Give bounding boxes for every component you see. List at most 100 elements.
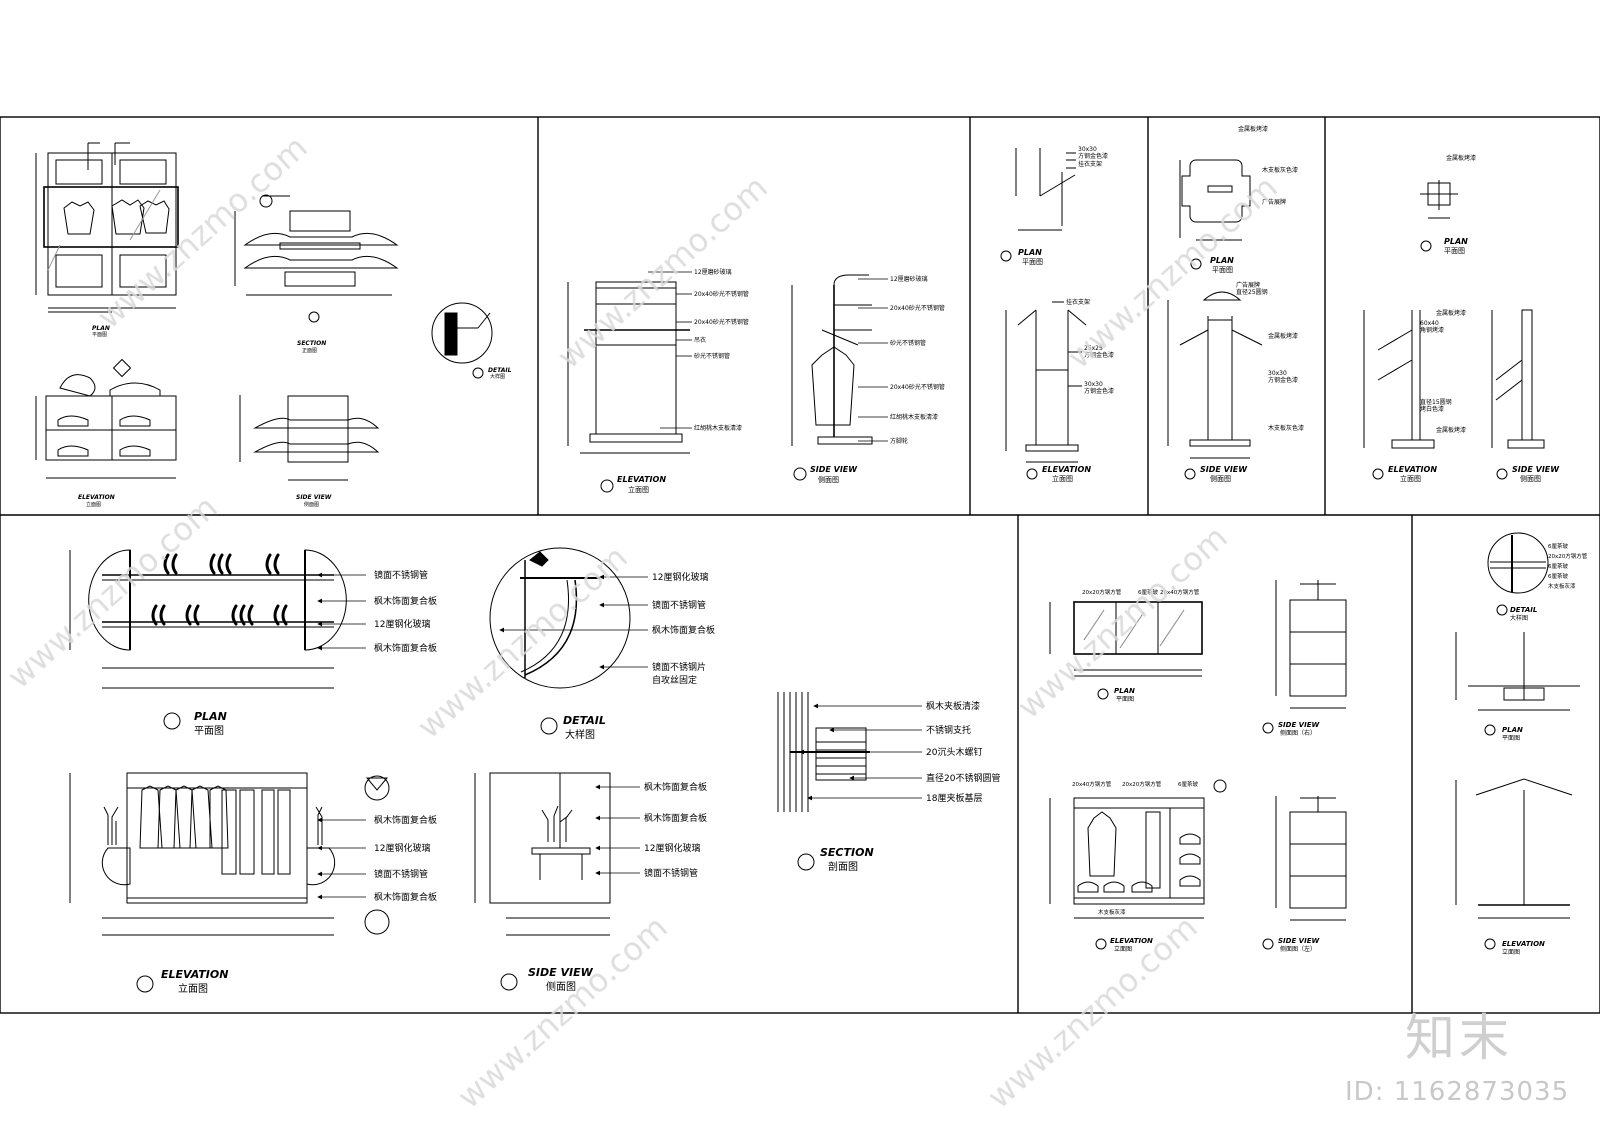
plant-decor-icon [541, 805, 573, 842]
panel-e [1363, 180, 1545, 480]
f-plan-note-3: 12厘钢化玻璃 [374, 618, 430, 630]
e-elev-note-1: 金属板烤漆 [1436, 309, 1466, 317]
f-section-note-2: 不锈钢支托 [926, 724, 971, 736]
e-elev-note-3: 角钢烤漆 [1420, 326, 1444, 334]
f-elev-sub: 立面图 [178, 982, 208, 995]
label-side-sub: 侧面图 [304, 501, 319, 508]
label-elev-title: ELEVATION [78, 494, 115, 501]
b-side-note-5: 红胡桃木支板清漆 [890, 413, 938, 421]
panel-g [1049, 580, 1347, 950]
panel-a [35, 142, 493, 481]
g-elev-note-2: 20x20方钢方管 [1122, 780, 1162, 788]
hanging-garments-icon [139, 785, 291, 875]
d-side-note-2: 直径25圆钢 [1236, 288, 1268, 296]
b-note-2: 20x40砂光不锈钢管 [694, 290, 749, 298]
panel-d-labels: 金属板烤漆 木支板灰色漆 广告展牌 广告展牌 直径25圆钢 金属板烤漆 30x3… [1200, 125, 1304, 483]
f-detail-note-1: 12厘钢化玻璃 [652, 571, 708, 583]
e-elev-note-4: 直径15圆钢 [1420, 398, 1452, 406]
panel-a-labels: SECTION 正面图 PLAN 平面图 ELEVATION 立面图 SIDE … [78, 325, 512, 508]
b-side-note-6: 方脚轮 [890, 437, 908, 445]
jacket-icon [811, 346, 855, 426]
e-plan-note: 金属板烤漆 [1446, 154, 1476, 162]
g-plan-note-2: 6厘茶玻 [1138, 588, 1158, 596]
d-plan-note-2: 木支板灰色漆 [1262, 166, 1298, 174]
b-side-sub: 侧面图 [818, 475, 839, 484]
g-plan-note-3: 20x40方钢方管 [1160, 588, 1200, 596]
watermark-text: www.znzmo.com [980, 908, 1205, 1116]
label-plan-sub: 平面图 [92, 332, 107, 338]
c-elev-note-4: 30x30 [1084, 381, 1103, 388]
f-section-note-1: 枫木夹板清漆 [926, 700, 980, 712]
f-elev-note-2: 12厘钢化玻璃 [374, 842, 430, 854]
f-detail-title: DETAIL [563, 714, 606, 727]
e-plan-title: PLAN [1444, 237, 1468, 246]
h-detail-note-4: 6厘茶玻 [1548, 572, 1568, 580]
f-section-sub: 剖面图 [828, 860, 858, 873]
panel-c [1000, 148, 1087, 480]
f-elev-note-3: 镜面不锈钢管 [374, 868, 428, 880]
b-elev-title: ELEVATION [617, 475, 666, 484]
g-elev-base-note: 木支板灰漆 [1098, 908, 1126, 916]
g-side-title: SIDE VIEW [1278, 721, 1319, 729]
f-side-title: SIDE VIEW [528, 966, 594, 979]
f-section-note-5: 18厘夹板基层 [926, 792, 982, 804]
b-side-note-1: 12厘磨砂玻璃 [890, 275, 928, 283]
h-detail-note-3: 6厘茶玻 [1548, 562, 1568, 570]
b-side-note-4: 20x40砂光不锈钢管 [890, 383, 945, 391]
f-elev-note-1: 枫木饰面复合板 [374, 814, 437, 826]
panel-b [567, 274, 873, 493]
panel-d [1167, 159, 1263, 480]
e-elev-sub: 立面图 [1400, 474, 1421, 483]
e-plan-sub: 平面图 [1444, 247, 1465, 255]
d-plan-title: PLAN [1210, 256, 1234, 265]
label-sec1-title: SECTION [297, 340, 326, 347]
d-side-sub: 侧面图 [1210, 474, 1231, 483]
g-elev-title: ELEVATION [1110, 937, 1153, 945]
g-plan-note-1: 20x20方钢方管 [1082, 588, 1122, 596]
f-side-sub: 侧面图 [546, 980, 576, 993]
label-plan-title: PLAN [92, 325, 110, 332]
d-side-note-3: 金属板烤漆 [1268, 332, 1298, 340]
f-plan-note-4: 枫木饰面复合板 [374, 642, 437, 654]
label-elev-sub: 立面图 [86, 501, 101, 508]
f-side-note-4: 镜面不锈钢管 [644, 867, 698, 879]
b-note-1: 12厘磨砂玻璃 [694, 268, 732, 276]
b-elev-sub: 立面图 [628, 485, 649, 494]
panel-b-leaders [648, 271, 888, 442]
g-elev-sub: 立面图 [1114, 945, 1132, 953]
d-plan-sub: 平面图 [1212, 266, 1233, 274]
panel-h [1455, 532, 1580, 950]
panel-e-labels: 金属板烤漆 金属板烤漆 60x40 角钢烤漆 直径15圆钢 烤白色漆 金属板烤漆… [1388, 154, 1560, 483]
b-side-note-2: 20x40砂光不锈钢管 [890, 304, 945, 312]
f-detail-note-3: 枫木饰面复合板 [652, 624, 715, 636]
f-plan-note-2: 枫木饰面复合板 [374, 595, 437, 607]
label-detail-sub: 大样图 [490, 373, 505, 380]
d-plan-note-1: 金属板烤漆 [1238, 125, 1268, 133]
jacket-icon [1087, 811, 1117, 877]
c-elev-note-5: 方钢金色漆 [1084, 387, 1114, 395]
b-note-4: 吊衣 [694, 336, 706, 344]
c-note-1: 30x30 [1078, 146, 1097, 153]
h-detail-note-1: 6厘茶玻 [1548, 542, 1568, 550]
f-side-note-1: 枫木饰面复合板 [644, 781, 707, 793]
b-side-title: SIDE VIEW [810, 465, 858, 474]
panel-f-labels: 镜面不锈钢管 枫木饰面复合板 12厘钢化玻璃 枫木饰面复合板 PLAN 平面图 … [161, 569, 1000, 995]
h-plan-title: PLAN [1502, 726, 1523, 734]
panel-c-labels: 30x30 方钢金色漆 挂衣支架 挂衣支架 25x25 方钢金色漆 30x30 … [1018, 146, 1114, 483]
plant-decor-icon [103, 806, 323, 845]
folded-shirts-icon [1077, 833, 1201, 893]
h-detail-title: DETAIL [1510, 606, 1537, 614]
g-elev-note-3: 6厘茶玻 [1178, 780, 1198, 788]
f-plan-title: PLAN [194, 710, 227, 723]
h-elev-sub: 立面图 [1502, 948, 1520, 956]
e-elev-note-6: 金属板烤漆 [1436, 426, 1466, 434]
f-detail-sub: 大样图 [565, 728, 595, 741]
f-section-note-4: 直径20不锈钢圆管 [926, 772, 1000, 784]
label-detail-title: DETAIL [488, 367, 512, 374]
b-side-note-3: 砂光不锈钢管 [890, 339, 926, 347]
watermark-text: www.znzmo.com [1060, 168, 1285, 376]
f-section-note-3: 20沉头木螺钉 [926, 746, 982, 758]
c-elev-sub: 立面图 [1052, 474, 1073, 483]
watermark-text: www.znzmo.com [450, 908, 675, 1116]
e-side-sub: 侧面图 [1520, 474, 1541, 483]
